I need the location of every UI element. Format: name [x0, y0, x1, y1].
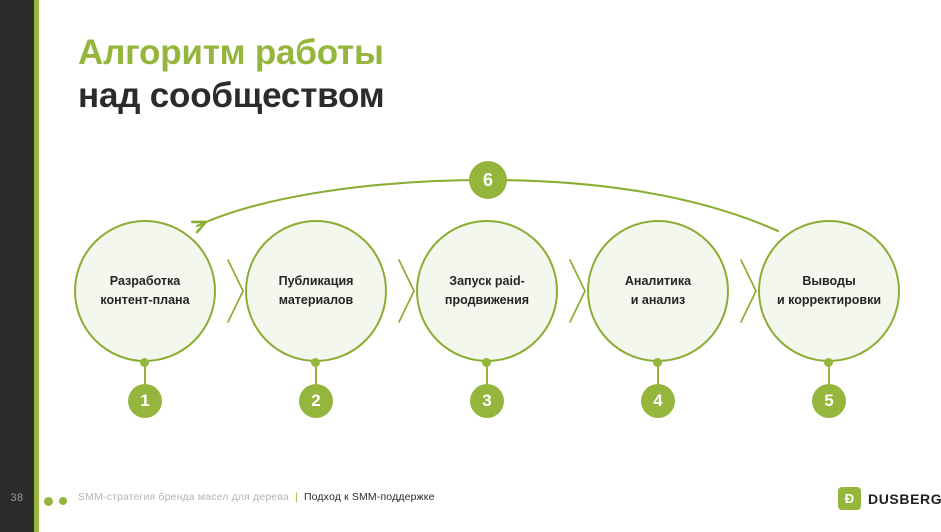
stem-dot-3 — [482, 358, 491, 367]
logo-mark-icon: Ð — [838, 487, 861, 510]
logo-glyph: Ð — [844, 491, 855, 506]
stem-dot-1 — [140, 358, 149, 367]
badge-stems — [144, 365, 830, 386]
step-badge-3[interactable]: 3 — [470, 384, 504, 418]
brand-logo: Ð DUSBERG — [838, 487, 941, 510]
step-badge-1[interactable]: 1 — [128, 384, 162, 418]
process-step-2-label: Публикация материалов — [278, 274, 354, 307]
process-step-1-label: Разработка контент-плана — [100, 274, 190, 307]
left-green-rail — [34, 0, 39, 532]
page-number: 38 — [10, 492, 24, 504]
footer-dot-2 — [59, 497, 67, 505]
footer-dot-1 — [44, 497, 53, 506]
step-badge-6[interactable]: 6 — [469, 161, 507, 199]
step-badge-5[interactable]: 5 — [812, 384, 846, 418]
process-step-5-label: Выводы и корректировки — [776, 274, 882, 307]
logo-wordmark: DUSBERG — [868, 490, 941, 507]
stem-dot-5 — [824, 358, 833, 367]
german-flag-icon — [853, 482, 866, 491]
footer-right-text: Подход к SMM-поддержке — [303, 491, 435, 503]
process-step-1[interactable]: Разработка контент-плана — [74, 220, 216, 362]
process-step-5[interactable]: Выводы и корректировки — [758, 220, 900, 362]
stem-dot-4 — [653, 358, 662, 367]
page-title-line-1: Алгоритм работы — [78, 33, 384, 72]
footer: SMM-стратегия бренда масел для дерева | … — [78, 491, 435, 503]
page-title-line-2: над сообществом — [78, 75, 385, 115]
process-step-2[interactable]: Публикация материалов — [245, 220, 387, 362]
chevron-right-icon — [227, 259, 757, 323]
step-badge-4[interactable]: 4 — [641, 384, 675, 418]
footer-separator: | — [294, 491, 298, 503]
left-dark-bar — [0, 0, 34, 532]
curved-feedback-arrow-icon — [197, 178, 780, 231]
footer-left-text: SMM-стратегия бренда масел для дерева — [78, 491, 289, 503]
step-badge-2[interactable]: 2 — [299, 384, 333, 418]
process-step-4[interactable]: Аналитика и анализ — [587, 220, 729, 362]
process-step-3-label: Запуск paid- продвижения — [444, 274, 530, 307]
stem-dot-2 — [311, 358, 320, 367]
page-title: Алгоритм работы над сообществом — [78, 32, 678, 117]
process-step-3[interactable]: Запуск paid- продвижения — [416, 220, 558, 362]
process-step-4-label: Аналитика и анализ — [624, 274, 692, 307]
